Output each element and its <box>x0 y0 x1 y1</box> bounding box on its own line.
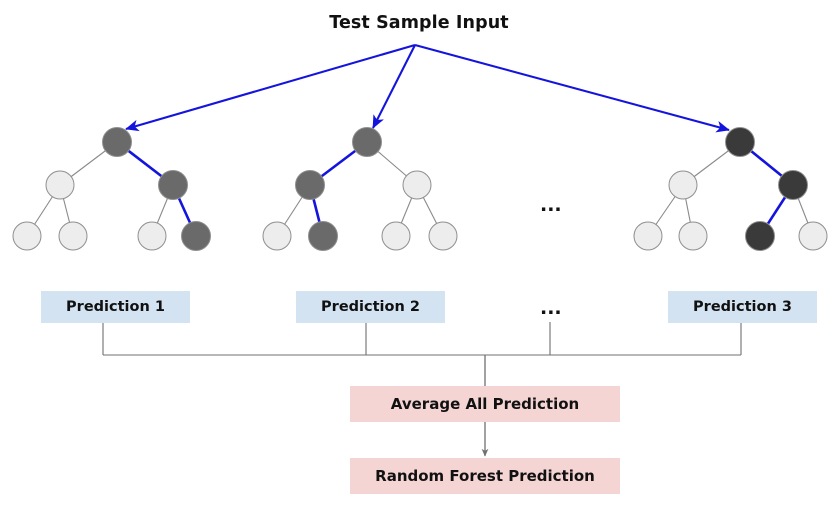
prediction-box-1[interactable]: Prediction 1 <box>41 291 190 323</box>
tree-1 <box>12 127 211 251</box>
input-fanout-arrows <box>125 43 730 133</box>
tree-2-leaf-4-node <box>428 221 458 251</box>
tree-3-leaf-2-node <box>678 221 708 251</box>
tree-3-leaf-3-node <box>745 221 775 251</box>
prediction-box-3-label: Prediction 3 <box>693 299 792 315</box>
prediction-box-2[interactable]: Prediction 2 <box>296 291 445 323</box>
tree-1-level1-right-node <box>158 170 188 200</box>
random-forest-prediction-label: Random Forest Prediction <box>375 467 595 485</box>
prediction-connector-bus <box>102 322 742 386</box>
tree-1-leaf-1-node <box>12 221 42 251</box>
prediction-box-1-label: Prediction 1 <box>66 299 165 315</box>
tree-1-leaf-3-node <box>137 221 167 251</box>
input-arrow-to-tree-2 <box>372 44 416 129</box>
tree-2-leaf-1-node <box>262 221 292 251</box>
tree-2-root-node <box>352 127 382 157</box>
predictions-ellipsis: ... <box>540 297 562 319</box>
tree-3-leaf-1-node <box>633 221 663 251</box>
tree-2 <box>262 127 458 251</box>
tree-2-leaf-2-node <box>308 221 338 251</box>
tree-2-leaf-3-node <box>381 221 411 251</box>
prediction-box-3[interactable]: Prediction 3 <box>668 291 817 323</box>
trees-ellipsis: ... <box>540 194 562 216</box>
tree-1-leaf-4-node <box>181 221 211 251</box>
tree-1-root-node <box>102 127 132 157</box>
tree-3-level1-left-node <box>668 170 698 200</box>
tree-2-level1-right-node <box>402 170 432 200</box>
average-all-prediction-label: Average All Prediction <box>390 395 580 413</box>
page-title: Test Sample Input <box>329 13 509 33</box>
tree-3-root-node <box>725 127 755 157</box>
input-arrow-to-tree-3 <box>414 43 730 133</box>
tree-1-leaf-2-node <box>58 221 88 251</box>
tree-3-level1-right-node <box>778 170 808 200</box>
tree-2-level1-left-node <box>295 170 325 200</box>
random-forest-prediction-box[interactable]: Random Forest Prediction <box>350 458 620 494</box>
prediction-box-2-label: Prediction 2 <box>321 299 420 315</box>
tree-1-level1-left-node <box>45 170 75 200</box>
average-all-prediction-box[interactable]: Average All Prediction <box>350 386 620 422</box>
input-arrow-to-tree-1 <box>125 43 416 132</box>
tree-3 <box>633 127 828 251</box>
tree-3-leaf-4-node <box>798 221 828 251</box>
